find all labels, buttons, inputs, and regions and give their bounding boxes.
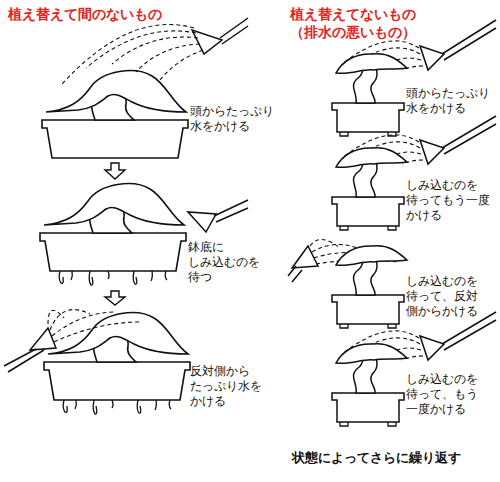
repeat-note: 状態によってさらに繰り返す: [292, 450, 461, 466]
down-arrow: [105, 163, 125, 305]
watering-can: [188, 212, 216, 232]
bonsai-pot: [332, 54, 407, 426]
bonsai-pot: [332, 246, 407, 328]
step-note: 鉢底に しみ込むのを 待つ: [188, 240, 265, 285]
bonsai-pot: [332, 148, 407, 230]
watering-can: [4, 349, 44, 372]
watering-can: [192, 30, 222, 54]
column-heading: 植え替えて間のないもの: [8, 6, 162, 24]
step-note: 頭からたっぷり 水をかける: [190, 104, 279, 134]
bonsai-pot: [40, 71, 190, 414]
column-heading: 植え替えてないもの （排水の悪いもの）: [290, 6, 422, 41]
water-spray: [136, 44, 200, 72]
water-spray: [54, 322, 140, 342]
water-spray: [160, 50, 203, 80]
watering-can: [288, 266, 302, 282]
water-spray: [52, 312, 116, 336]
bonsai-pot: [332, 344, 407, 426]
water-spray: [86, 31, 196, 68]
bonsai-pot: [332, 54, 407, 136]
step-note: しみ込むのを 待ってもう一度 かける: [406, 178, 495, 223]
watering-can: [214, 200, 248, 222]
step-note: しみ込むのを 待って、反対 側からかける: [406, 274, 483, 319]
watering-can: [4, 18, 496, 372]
watering-can: [420, 140, 444, 164]
watering-can: [292, 246, 318, 268]
watering-can: [30, 328, 56, 350]
bonsai-pot: [40, 184, 186, 285]
step-note: しみ込むのを 待って、もう 一度かける: [406, 372, 483, 417]
watering-can: [442, 20, 496, 60]
watering-can: [442, 116, 496, 154]
watering-can: [420, 336, 444, 360]
watering-can: [420, 46, 444, 70]
watering-can: [220, 18, 248, 44]
water-spray: [48, 24, 423, 360]
water-spray: [112, 37, 198, 64]
bonsai-pot: [42, 71, 188, 158]
down-arrow: [105, 291, 125, 305]
step-note: 反対側から たっぷり水を かける: [190, 364, 267, 409]
down-arrow: [105, 163, 125, 179]
water-spray: [62, 24, 194, 84]
water-spray: [50, 310, 90, 330]
water-spray: [48, 310, 64, 324]
step-note: 頭からたっぷり 水をかける: [406, 86, 495, 116]
bonsai-pot: [44, 313, 190, 414]
